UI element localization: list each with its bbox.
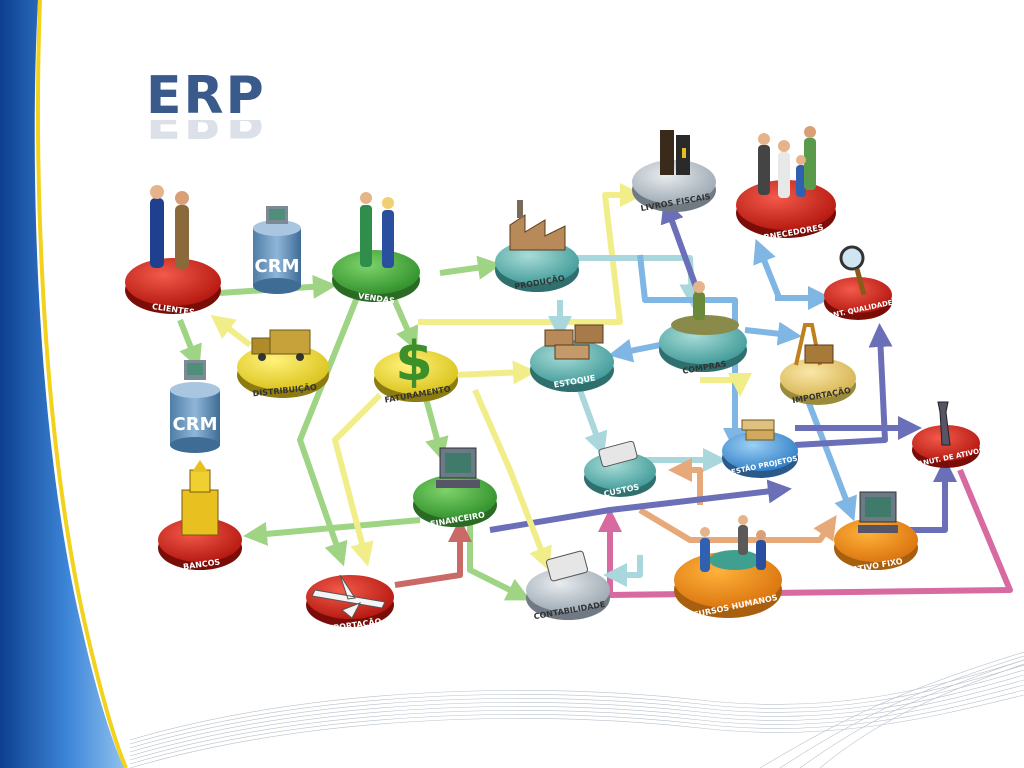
module-livros-fiscais: LIVROS FISCAIS xyxy=(632,130,716,213)
module-vendas: VENDAS xyxy=(332,192,420,306)
wrench-icon xyxy=(937,401,951,446)
dollar-icon: $ xyxy=(395,330,433,393)
module-crm-left: CRM xyxy=(170,360,220,453)
cash-register-icon xyxy=(598,440,638,468)
module-estoque: ESTOQUE xyxy=(530,324,614,392)
module-clientes: CLIENTES xyxy=(125,185,221,317)
module-bancos: BANCOS xyxy=(158,460,242,572)
module-producao: PRODUÇÃO xyxy=(495,200,579,292)
airplane-icon xyxy=(311,574,386,619)
module-financeiro: FINANCEIRO xyxy=(413,447,497,529)
bottom-wave-decoration xyxy=(129,651,1024,768)
page-title: ERP xyxy=(146,66,266,126)
module-fornecedores: FORNECEDORES xyxy=(736,126,836,244)
module-exportacao: EXPORTAÇÃO xyxy=(306,574,394,634)
module-distribuicao: DISTRIBUIÇÃO xyxy=(237,329,329,398)
module-gestao-projetos: GESTÃO PROJETOS xyxy=(722,419,798,478)
crm-label: CRM xyxy=(173,414,218,435)
module-faturamento: $ FATURAMENTO xyxy=(374,330,458,405)
module-custos: CUSTOS xyxy=(584,440,656,499)
module-cont-qualidade: CONT. QUALIDADE xyxy=(822,245,894,321)
module-importacao: IMPORTAÇÃO xyxy=(780,323,856,405)
left-decorative-band xyxy=(0,0,133,768)
module-contabilidade: CONTABILIDADE xyxy=(526,550,610,621)
module-recursos-humanos: RECURSOS HUMANOS xyxy=(674,515,782,622)
cash-register-icon xyxy=(545,550,589,582)
connection-arrows xyxy=(177,183,1013,601)
module-crm-top: CRM xyxy=(253,206,301,294)
module-manut-ativos: MANUT. DE ATIVOS xyxy=(910,401,985,470)
module-compras: COMPRAS xyxy=(659,281,747,376)
module-ativo-fixo: ATIVO FIXO xyxy=(834,491,918,574)
magnifier-icon xyxy=(839,245,865,271)
crm-label: CRM xyxy=(255,256,300,277)
